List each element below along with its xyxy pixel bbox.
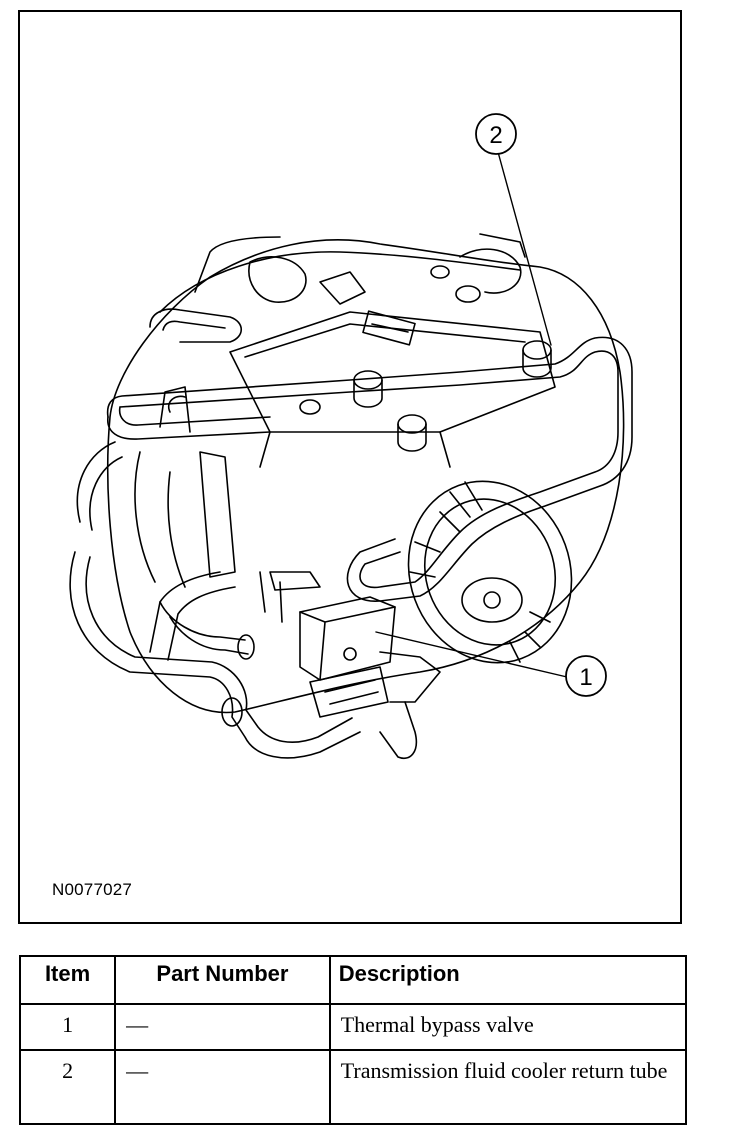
- header-part-number: Part Number: [114, 955, 331, 1005]
- callout-2-number: 2: [489, 122, 502, 149]
- row-part-number: —: [114, 1049, 331, 1125]
- header-description: Description: [328, 955, 688, 1005]
- table-row: 2 — Transmission fluid cooler return tub…: [18, 1049, 688, 1125]
- thermal-bypass-valve: [299, 596, 441, 759]
- row-part-number: —: [114, 1003, 331, 1051]
- callout-2-circle: [475, 113, 517, 155]
- cover-bolts: [299, 265, 552, 452]
- row-description: Thermal bypass valve: [328, 1003, 688, 1051]
- callout-1-number: 1: [579, 664, 592, 691]
- callout-2-leader: [497, 151, 552, 346]
- table-row: 1 — Thermal bypass valve: [18, 1003, 688, 1051]
- row-description: Transmission fluid cooler return tube: [328, 1049, 688, 1125]
- lower-hoses: [69, 441, 361, 759]
- callout-1-circle: [565, 655, 607, 697]
- header-item: Item: [18, 955, 117, 1005]
- drive-gear: [407, 480, 573, 664]
- valve-body-cover: [229, 311, 556, 433]
- cooler-return-tube: [106, 308, 633, 661]
- callout-1-leader: [375, 631, 568, 678]
- row-item: 1: [18, 1003, 117, 1051]
- table-header-row: Item Part Number Description: [18, 955, 688, 1005]
- figure-frame: 2 1 N0077027: [18, 10, 682, 924]
- figure-id: N0077027: [52, 880, 133, 899]
- transmission-housing: [106, 239, 625, 714]
- parts-table: Item Part Number Description 1 — Thermal…: [18, 955, 688, 1125]
- transmission-illustration: 2 1: [69, 113, 633, 759]
- row-item: 2: [18, 1049, 117, 1125]
